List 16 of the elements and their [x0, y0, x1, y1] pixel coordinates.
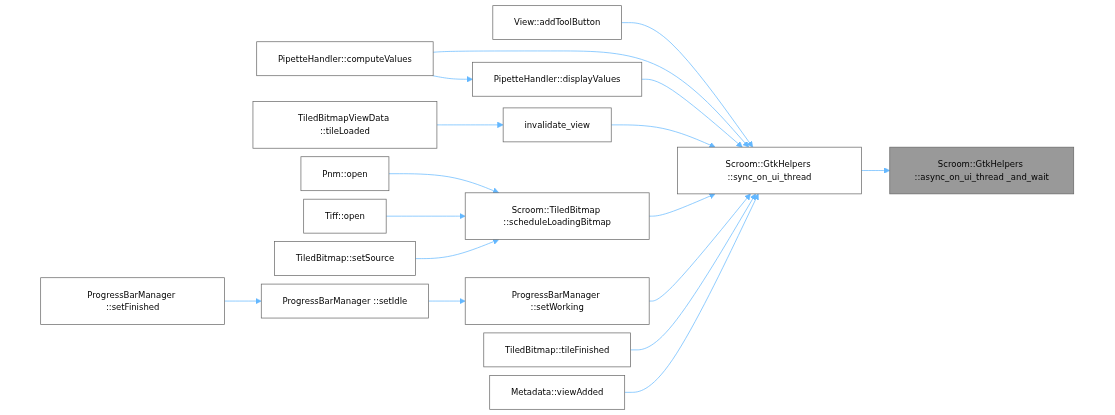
node-box: TiledBitmapViewData ::tileLoaded — [252, 101, 438, 149]
node-box: invalidate_view — [503, 107, 612, 143]
node-box: ProgressBarManager ::setIdle — [261, 283, 430, 319]
node-box: Pnm::open — [300, 156, 390, 192]
node-box: TiledBitmap::setSource — [274, 241, 417, 276]
node-box: Metadata::viewAdded — [489, 375, 626, 410]
node-box: Scroom::TiledBitmap ::scheduleLoadingBitmap — [465, 192, 650, 240]
node-box: Scroom::GtkHelpers ::async_on_ui_thread _and_wait — [889, 146, 1075, 195]
node-box: ProgressBarManager ::setFinished — [40, 277, 226, 325]
node-box: View::addToolButton — [492, 5, 623, 40]
node-box: PipetteHandler::computeValues — [256, 41, 434, 77]
node-box: Tiff::open — [303, 198, 387, 234]
node-box: ProgressBarManager ::setWorking — [465, 277, 650, 325]
node-box: Scroom::GtkHelpers ::sync_on_ui_thread — [677, 146, 863, 195]
node-box: TiledBitmap::tileFinished — [483, 332, 632, 368]
node-box: PipetteHandler::displayValues — [472, 61, 643, 97]
